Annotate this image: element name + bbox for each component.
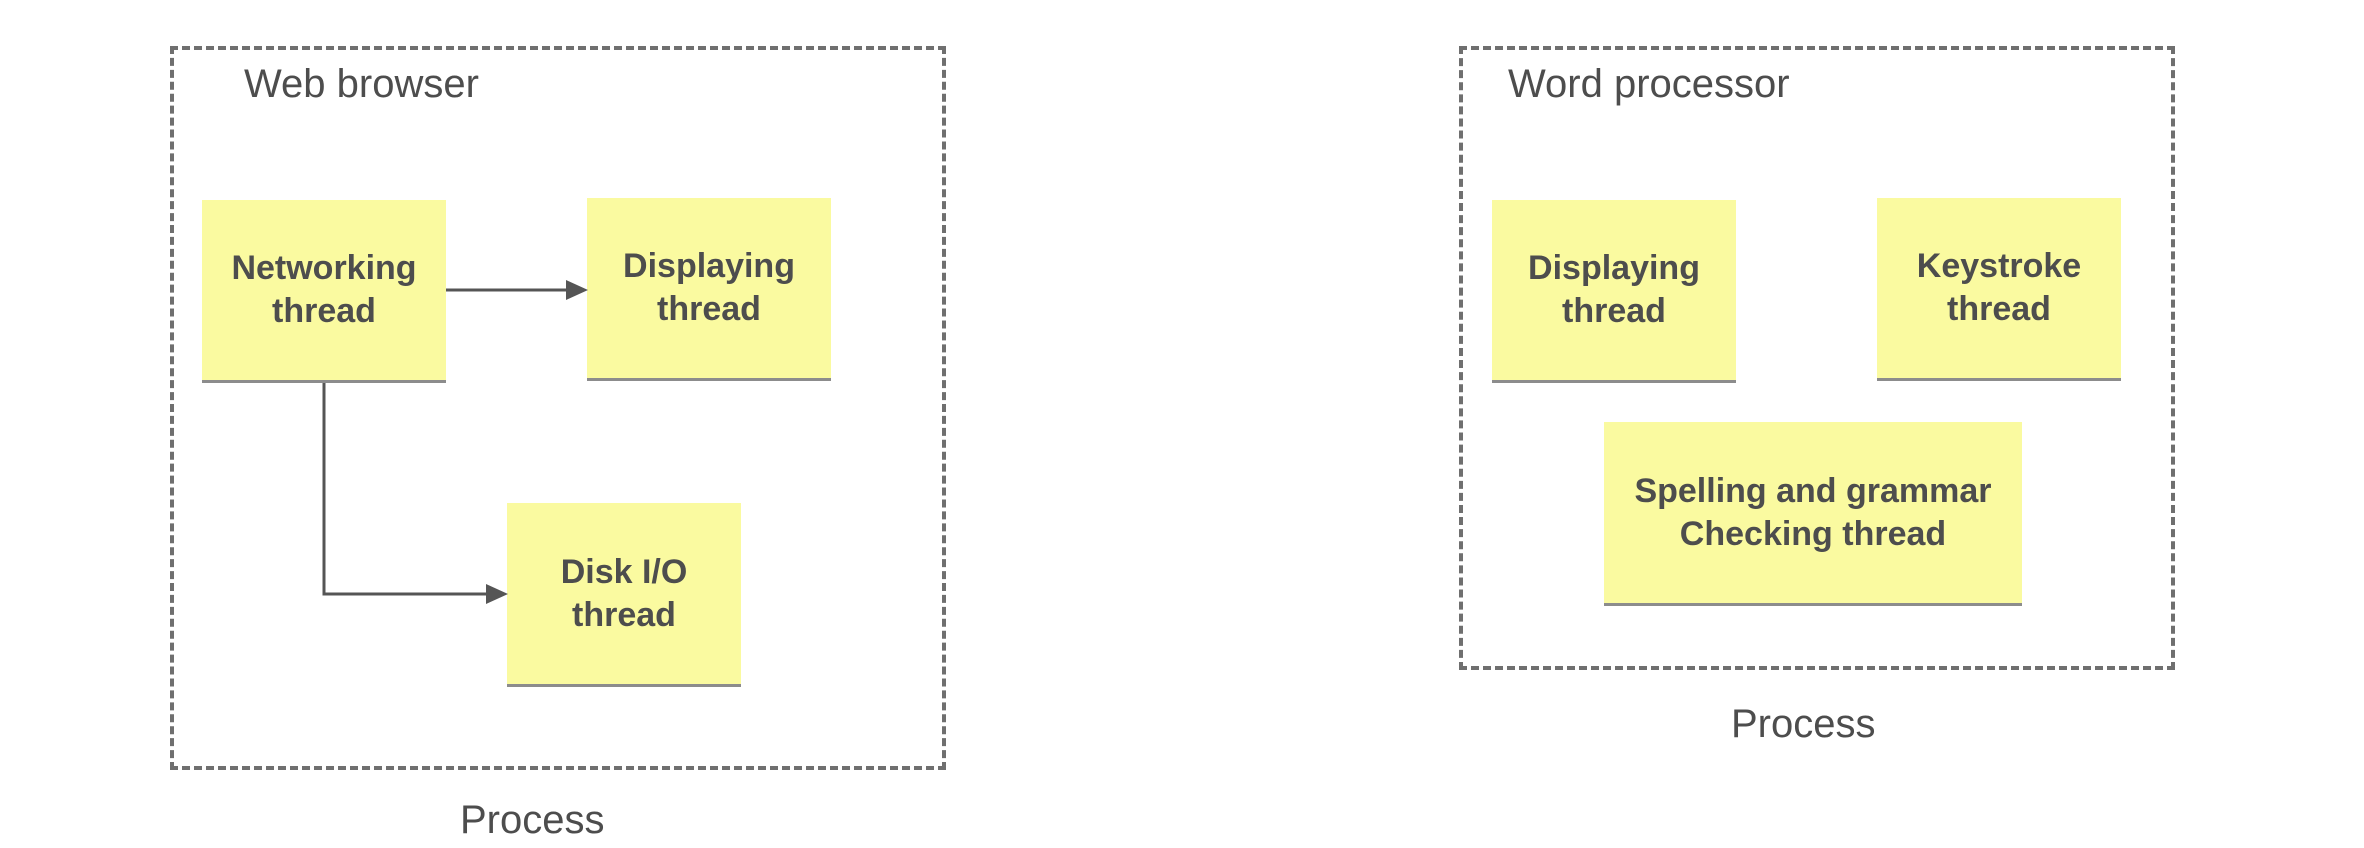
web-browser-title: Web browser (244, 62, 479, 106)
networking-to-displaying-arrow (446, 280, 588, 300)
web-browser-process-box (170, 46, 946, 770)
spelling-grammar-thread-box: Spelling and grammar Checking thread (1604, 422, 2022, 606)
disk-io-thread-box: Disk I/O thread (507, 503, 741, 687)
networking-to-disk-io-arrow (322, 383, 508, 604)
word-processor-process-caption: Process (1731, 702, 1876, 746)
word-processor-title: Word processor (1508, 62, 1790, 106)
keystroke-thread-box: Keystroke thread (1877, 198, 2121, 381)
networking-thread-box: Networking thread (202, 200, 446, 383)
word-processor-process-box (1459, 46, 2175, 670)
web-browser-process-caption: Process (460, 798, 605, 842)
displaying-thread-box: Displaying thread (587, 198, 831, 381)
word-displaying-thread-box: Displaying thread (1492, 200, 1736, 383)
